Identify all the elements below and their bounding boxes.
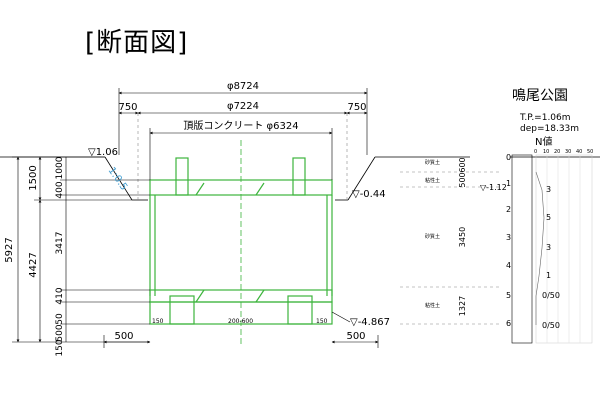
layer-3-thickness: 1327	[458, 296, 467, 316]
page-title: [断面図]	[85, 28, 189, 58]
dim-left-margin: 750	[118, 102, 137, 113]
layer-2-thickness: 3450	[458, 227, 467, 247]
dim-seg-1000: 1000	[55, 156, 65, 179]
n-value-graph	[535, 154, 593, 344]
top-dimensions	[118, 88, 368, 180]
depth-tick-1: 1	[506, 179, 511, 188]
dim-right-margin: 750	[347, 102, 366, 113]
dim-height-upper: 1500	[28, 165, 39, 190]
n-value-3: 1	[546, 271, 551, 280]
level-bottom: ▽-4.867	[350, 317, 390, 328]
depth-tick-4: 4	[506, 261, 511, 270]
layer-1-name: 粘性土	[425, 177, 440, 184]
layer-2-name: 砂質土	[425, 233, 440, 240]
n-scale-10: 10	[543, 149, 549, 155]
caisson-structure	[149, 157, 333, 325]
n-value-label: N値	[535, 135, 552, 148]
bottom-level-leader	[331, 311, 351, 323]
boring-column	[511, 154, 533, 344]
n-value-0: 3	[546, 185, 551, 194]
internal-label-left: 150	[152, 318, 164, 325]
n-scale-40: 40	[576, 149, 582, 155]
layer-0-thickness: 600	[458, 157, 467, 172]
boring-site-name: 鳴尾公園	[512, 88, 568, 104]
n-scale-20: 20	[554, 149, 560, 155]
layer-0-name: 砂質土	[425, 159, 440, 166]
reference-dashed-lines	[137, 113, 500, 325]
layer-1-thickness: 500	[458, 172, 467, 187]
dim-overall-diameter: φ8724	[227, 81, 259, 92]
slope-label: 1:0.5	[106, 165, 130, 192]
dim-height-lower: 4427	[28, 252, 39, 277]
dim-seg-500-v: 500	[55, 324, 65, 341]
dim-seg-3417: 3417	[55, 232, 65, 255]
dim-seg-150: 150	[55, 339, 65, 356]
dim-seg-50: 50	[55, 313, 65, 325]
dim-bottom-left: 500	[114, 331, 133, 342]
boring-tp: T.P.=1.06m	[519, 113, 571, 123]
n-scale-0: 0	[534, 149, 537, 155]
groundwater-level: ▽-1.12	[480, 183, 507, 192]
depth-tick-0: 0	[506, 153, 511, 162]
depth-tick-6: 6	[506, 319, 511, 328]
n-value-curve	[535, 171, 545, 325]
n-value-2: 3	[546, 243, 551, 252]
level-top-left: ▽1.06	[88, 147, 118, 158]
depth-tick-2: 2	[506, 205, 511, 214]
n-value-1: 5	[546, 213, 551, 222]
boring-log: 鳴尾公園 T.P.=1.06m dep=18.33m N値 0 10 20 30…	[425, 88, 593, 344]
dim-seg-400: 400	[55, 181, 65, 198]
depth-tick-5: 5	[506, 291, 511, 300]
internal-label-right: 150	[316, 318, 328, 325]
n-value-4: 0/50	[542, 291, 560, 300]
left-dimensions	[12, 156, 150, 343]
dim-slab-label: 頂版コンクリート φ6324	[183, 119, 298, 132]
n-value-5: 0/50	[542, 321, 560, 330]
bottom-dimensions	[103, 335, 379, 348]
dim-inner-diameter: φ7224	[227, 101, 259, 112]
n-scale-30: 30	[565, 149, 571, 155]
dim-bottom-right: 500	[346, 331, 365, 342]
boring-dep: dep=18.33m	[520, 124, 579, 134]
n-scale-50: 50	[587, 149, 593, 155]
dim-height-total: 5927	[4, 237, 15, 262]
layer-3-name: 粘性土	[425, 302, 440, 309]
level-water: ▽-0.44	[352, 189, 386, 200]
depth-tick-3: 3	[506, 233, 511, 242]
internal-label-center: 200-600	[228, 318, 253, 325]
dim-seg-410: 410	[55, 287, 65, 304]
